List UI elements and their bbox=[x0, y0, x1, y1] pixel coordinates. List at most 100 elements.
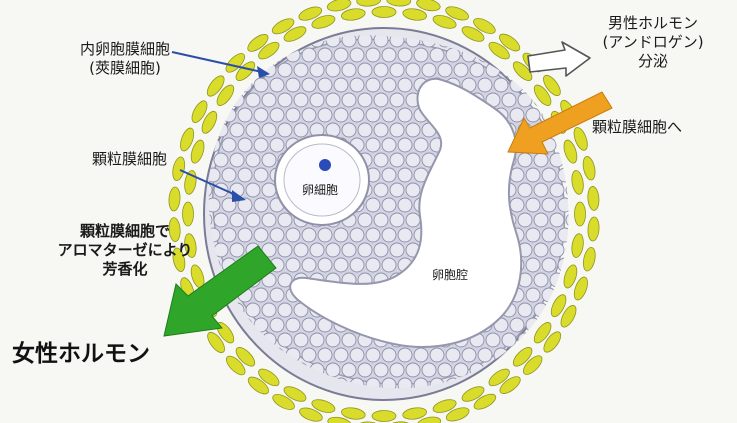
granulosa-cell bbox=[550, 213, 564, 227]
granulosa-cell bbox=[222, 138, 236, 152]
granulosa-cell bbox=[550, 363, 564, 377]
granulosa-cell bbox=[318, 258, 332, 272]
granulosa-cell bbox=[214, 153, 228, 167]
granulosa-cell bbox=[246, 183, 260, 197]
label-aromatase-line3: 芳香化 bbox=[30, 260, 220, 279]
granulosa-cell bbox=[382, 198, 396, 212]
granulosa-cell bbox=[230, 123, 244, 137]
granulosa-cell bbox=[262, 183, 276, 197]
granulosa-cell bbox=[294, 333, 308, 347]
granulosa-cell bbox=[302, 78, 316, 92]
granulosa-cell bbox=[230, 213, 244, 227]
granulosa-cell bbox=[318, 78, 332, 92]
granulosa-cell bbox=[350, 258, 364, 272]
label-theca-cells-alt: (莢膜細胞) bbox=[60, 59, 190, 78]
granulosa-cell bbox=[342, 93, 356, 107]
granulosa-cell bbox=[294, 93, 308, 107]
granulosa-cell bbox=[390, 93, 404, 107]
granulosa-cell bbox=[302, 318, 316, 332]
granulosa-cell bbox=[278, 243, 292, 257]
granulosa-cell bbox=[270, 108, 284, 122]
granulosa-cell bbox=[414, 138, 428, 152]
granulosa-cell bbox=[518, 213, 532, 227]
granulosa-cell bbox=[342, 363, 356, 377]
granulosa-cell bbox=[414, 348, 428, 362]
granulosa-cell bbox=[390, 63, 404, 77]
granulosa-cell bbox=[350, 228, 364, 242]
granulosa-cell bbox=[246, 123, 260, 137]
granulosa-cell bbox=[374, 183, 388, 197]
theca-cell bbox=[372, 411, 396, 422]
granulosa-cell bbox=[574, 78, 588, 92]
granulosa-cell bbox=[534, 303, 548, 317]
theca-cell bbox=[356, 0, 381, 7]
granulosa-cell bbox=[310, 63, 324, 77]
theca-cell bbox=[570, 233, 585, 258]
granulosa-cell bbox=[222, 168, 236, 182]
granulosa-cell bbox=[446, 348, 460, 362]
granulosa-cell bbox=[446, 48, 460, 62]
granulosa-cell bbox=[550, 153, 564, 167]
granulosa-cell bbox=[198, 63, 212, 77]
granulosa-cell bbox=[310, 333, 324, 347]
granulosa-cell bbox=[246, 303, 260, 317]
granulosa-cell bbox=[302, 108, 316, 122]
granulosa-cell bbox=[270, 138, 284, 152]
granulosa-cell bbox=[382, 168, 396, 182]
granulosa-cell bbox=[278, 63, 292, 77]
granulosa-cell bbox=[382, 138, 396, 152]
granulosa-cell bbox=[398, 198, 412, 212]
granulosa-cell bbox=[398, 108, 412, 122]
granulosa-cell bbox=[390, 153, 404, 167]
theca-cell bbox=[171, 156, 187, 182]
oocyte-nucleus bbox=[319, 159, 331, 171]
granulosa-cell bbox=[518, 93, 532, 107]
granulosa-cell bbox=[366, 258, 380, 272]
granulosa-cell bbox=[534, 213, 548, 227]
granulosa-cell bbox=[198, 363, 212, 377]
granulosa-cell bbox=[366, 348, 380, 362]
granulosa-cell bbox=[398, 48, 412, 62]
granulosa-cell bbox=[542, 198, 556, 212]
granulosa-cell bbox=[214, 123, 228, 137]
granulosa-cell bbox=[286, 108, 300, 122]
granulosa-cell bbox=[558, 378, 572, 392]
granulosa-cell bbox=[558, 198, 572, 212]
granulosa-cell bbox=[286, 228, 300, 242]
granulosa-cell bbox=[526, 198, 540, 212]
granulosa-cell bbox=[558, 348, 572, 362]
granulosa-cell bbox=[574, 348, 588, 362]
granulosa-cell bbox=[534, 33, 548, 47]
granulosa-cell bbox=[398, 138, 412, 152]
granulosa-cell bbox=[430, 48, 444, 62]
granulosa-cell bbox=[406, 153, 420, 167]
label-antrum: 卵胞腔 bbox=[432, 268, 468, 283]
granulosa-cell bbox=[390, 243, 404, 257]
granulosa-cell bbox=[406, 183, 420, 197]
label-aromatase-line2: アロマターゼにより bbox=[30, 241, 220, 260]
granulosa-cell bbox=[438, 63, 452, 77]
granulosa-cell bbox=[454, 363, 468, 377]
granulosa-cell bbox=[206, 138, 220, 152]
granulosa-cell bbox=[398, 348, 412, 362]
granulosa-cell bbox=[374, 63, 388, 77]
theca-cell bbox=[570, 170, 585, 195]
granulosa-cell bbox=[518, 333, 532, 347]
granulosa-cell bbox=[374, 153, 388, 167]
granulosa-cell bbox=[334, 228, 348, 242]
granulosa-cell bbox=[390, 183, 404, 197]
granulosa-cell bbox=[390, 213, 404, 227]
granulosa-cell bbox=[326, 333, 340, 347]
label-aromatase: 顆粒膜細胞で アロマターゼにより 芳香化 bbox=[30, 222, 220, 278]
granulosa-cell bbox=[246, 153, 260, 167]
granulosa-cell bbox=[358, 243, 372, 257]
granulosa-cell bbox=[222, 378, 236, 392]
granulosa-cell bbox=[230, 243, 244, 257]
granulosa-cell bbox=[326, 63, 340, 77]
granulosa-cell bbox=[262, 303, 276, 317]
granulosa-cell bbox=[374, 123, 388, 137]
granulosa-cell bbox=[430, 348, 444, 362]
granulosa-cell bbox=[534, 183, 548, 197]
label-to-granulosa: 顆粒膜細胞へ bbox=[592, 118, 682, 137]
granulosa-cell bbox=[358, 123, 372, 137]
